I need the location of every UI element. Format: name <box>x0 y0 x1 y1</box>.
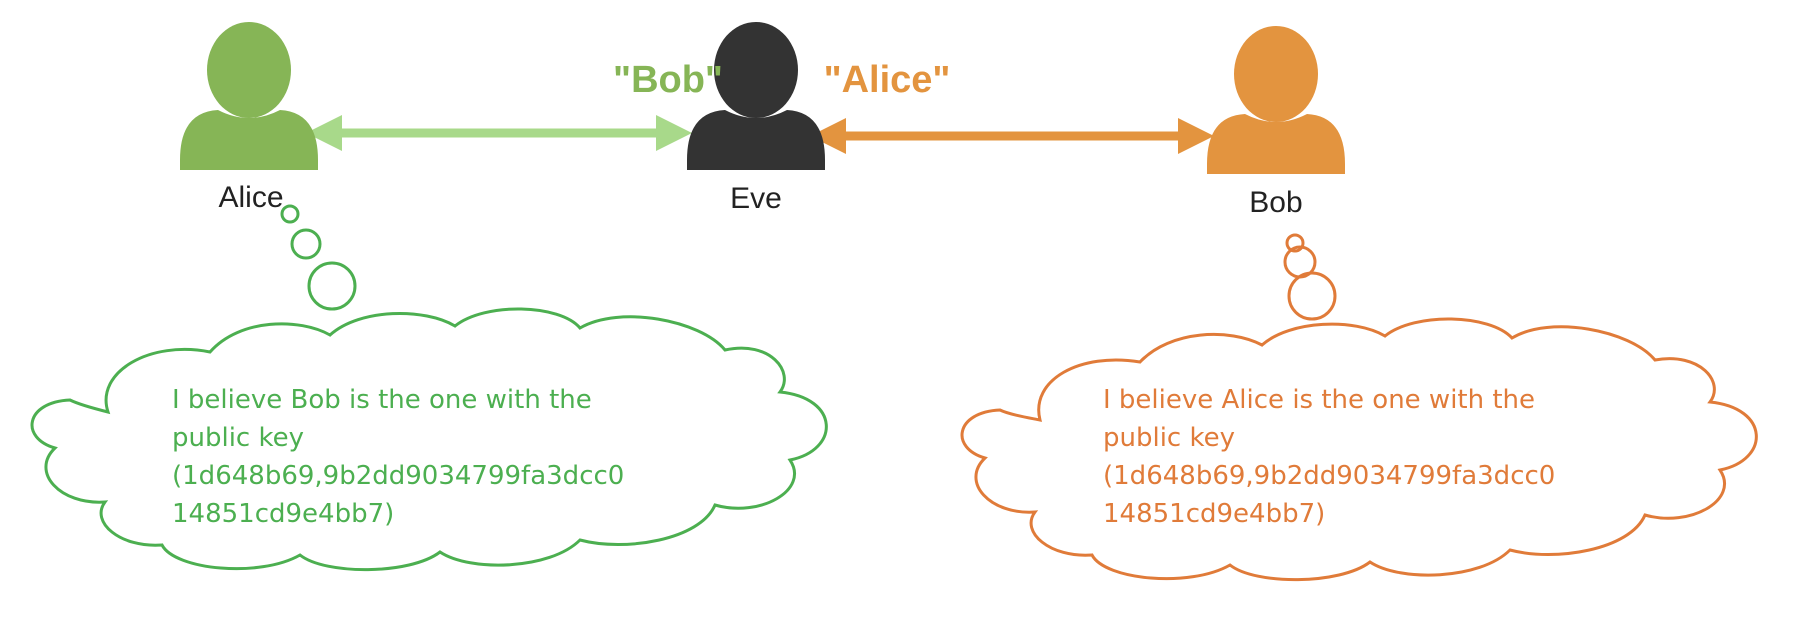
alice-label: Alice <box>218 181 283 214</box>
alice-thought-cloud <box>30 307 828 572</box>
bob-thought-line: I believe Alice is the one with the <box>1103 385 1535 415</box>
bob-thought-line: 14851cd9e4bb7) <box>1103 499 1325 529</box>
eve-bob-arrow <box>810 118 1214 154</box>
alice-thought-bubbles <box>280 204 357 311</box>
alice-thought-line: 14851cd9e4bb7) <box>172 499 394 529</box>
alice-thought-line: I believe Bob is the one with the <box>172 385 592 415</box>
eve-person-icon <box>687 22 825 170</box>
alias-alice-label: "Alice" <box>824 59 951 101</box>
alice-thought-line: public key <box>172 423 304 453</box>
alice-eve-arrow <box>306 115 692 151</box>
bob-label: Bob <box>1249 186 1302 219</box>
bob-thought-bubbles <box>1283 233 1337 321</box>
alias-bob-label: "Bob" <box>613 59 723 101</box>
bob-person-icon <box>1207 26 1345 174</box>
alice-thought-line: (1d648b69,9b2dd9034799fa3dcc0 <box>172 461 624 491</box>
bob-thought-line: public key <box>1103 423 1235 453</box>
alice-thought-text: I believe Bob is the one with the public… <box>172 385 624 529</box>
bob-thought-line: (1d648b69,9b2dd9034799fa3dcc0 <box>1103 461 1555 491</box>
bob-thought-text: I believe Alice is the one with the publ… <box>1103 385 1555 529</box>
bob-thought-cloud <box>960 317 1758 582</box>
eve-label: Eve <box>730 182 782 215</box>
alice-person-icon <box>180 22 318 170</box>
